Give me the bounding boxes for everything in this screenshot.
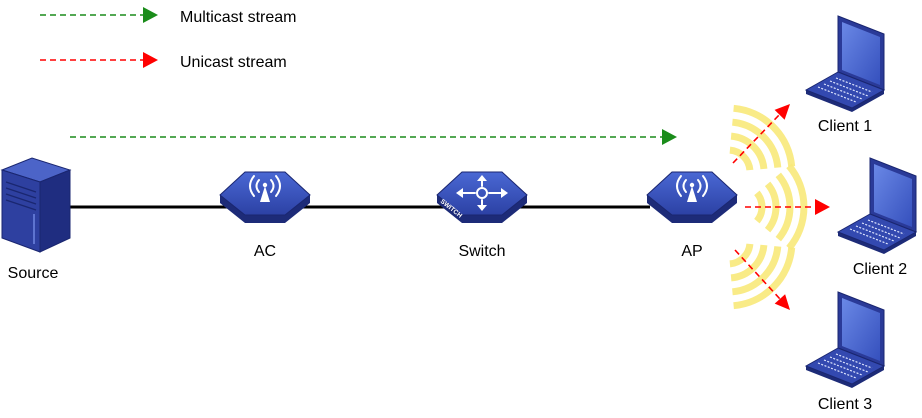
server-icon	[0, 157, 72, 253]
laptop-icon	[837, 157, 917, 255]
source-label: Source	[8, 265, 59, 282]
client2-label: Client 2	[853, 261, 907, 278]
four-arrows-icon	[456, 175, 508, 211]
legend-unicast-arrow	[40, 52, 158, 68]
laptop-icon	[805, 15, 885, 113]
switch-label: Switch	[458, 243, 505, 260]
unicast-arrow-client1	[732, 104, 790, 164]
legend-unicast-label: Unicast stream	[180, 54, 287, 71]
legend-multicast-arrow	[40, 7, 158, 23]
signal-arcs-upper	[729, 104, 796, 171]
ac-label: AC	[254, 243, 276, 260]
client3-label: Client 3	[818, 396, 872, 413]
wireless-icon	[676, 175, 708, 202]
access-controller-icon	[219, 171, 311, 224]
legend-multicast-label: Multicast stream	[180, 9, 296, 26]
laptop-icon	[805, 291, 885, 389]
access-point-icon	[646, 171, 738, 224]
multicast-stream-arrow	[70, 129, 677, 145]
client1-label: Client 1	[818, 118, 872, 135]
signal-arcs-middle	[754, 163, 808, 251]
signal-arcs-lower	[729, 243, 796, 310]
ap-label: AP	[681, 243, 702, 260]
switch-icon: SWITCH	[436, 171, 528, 224]
unicast-arrow-client3	[734, 249, 790, 310]
legend: Multicast stream Unicast stream	[40, 7, 296, 71]
unicast-arrow-client2	[745, 199, 830, 215]
wireless-icon	[249, 175, 281, 202]
